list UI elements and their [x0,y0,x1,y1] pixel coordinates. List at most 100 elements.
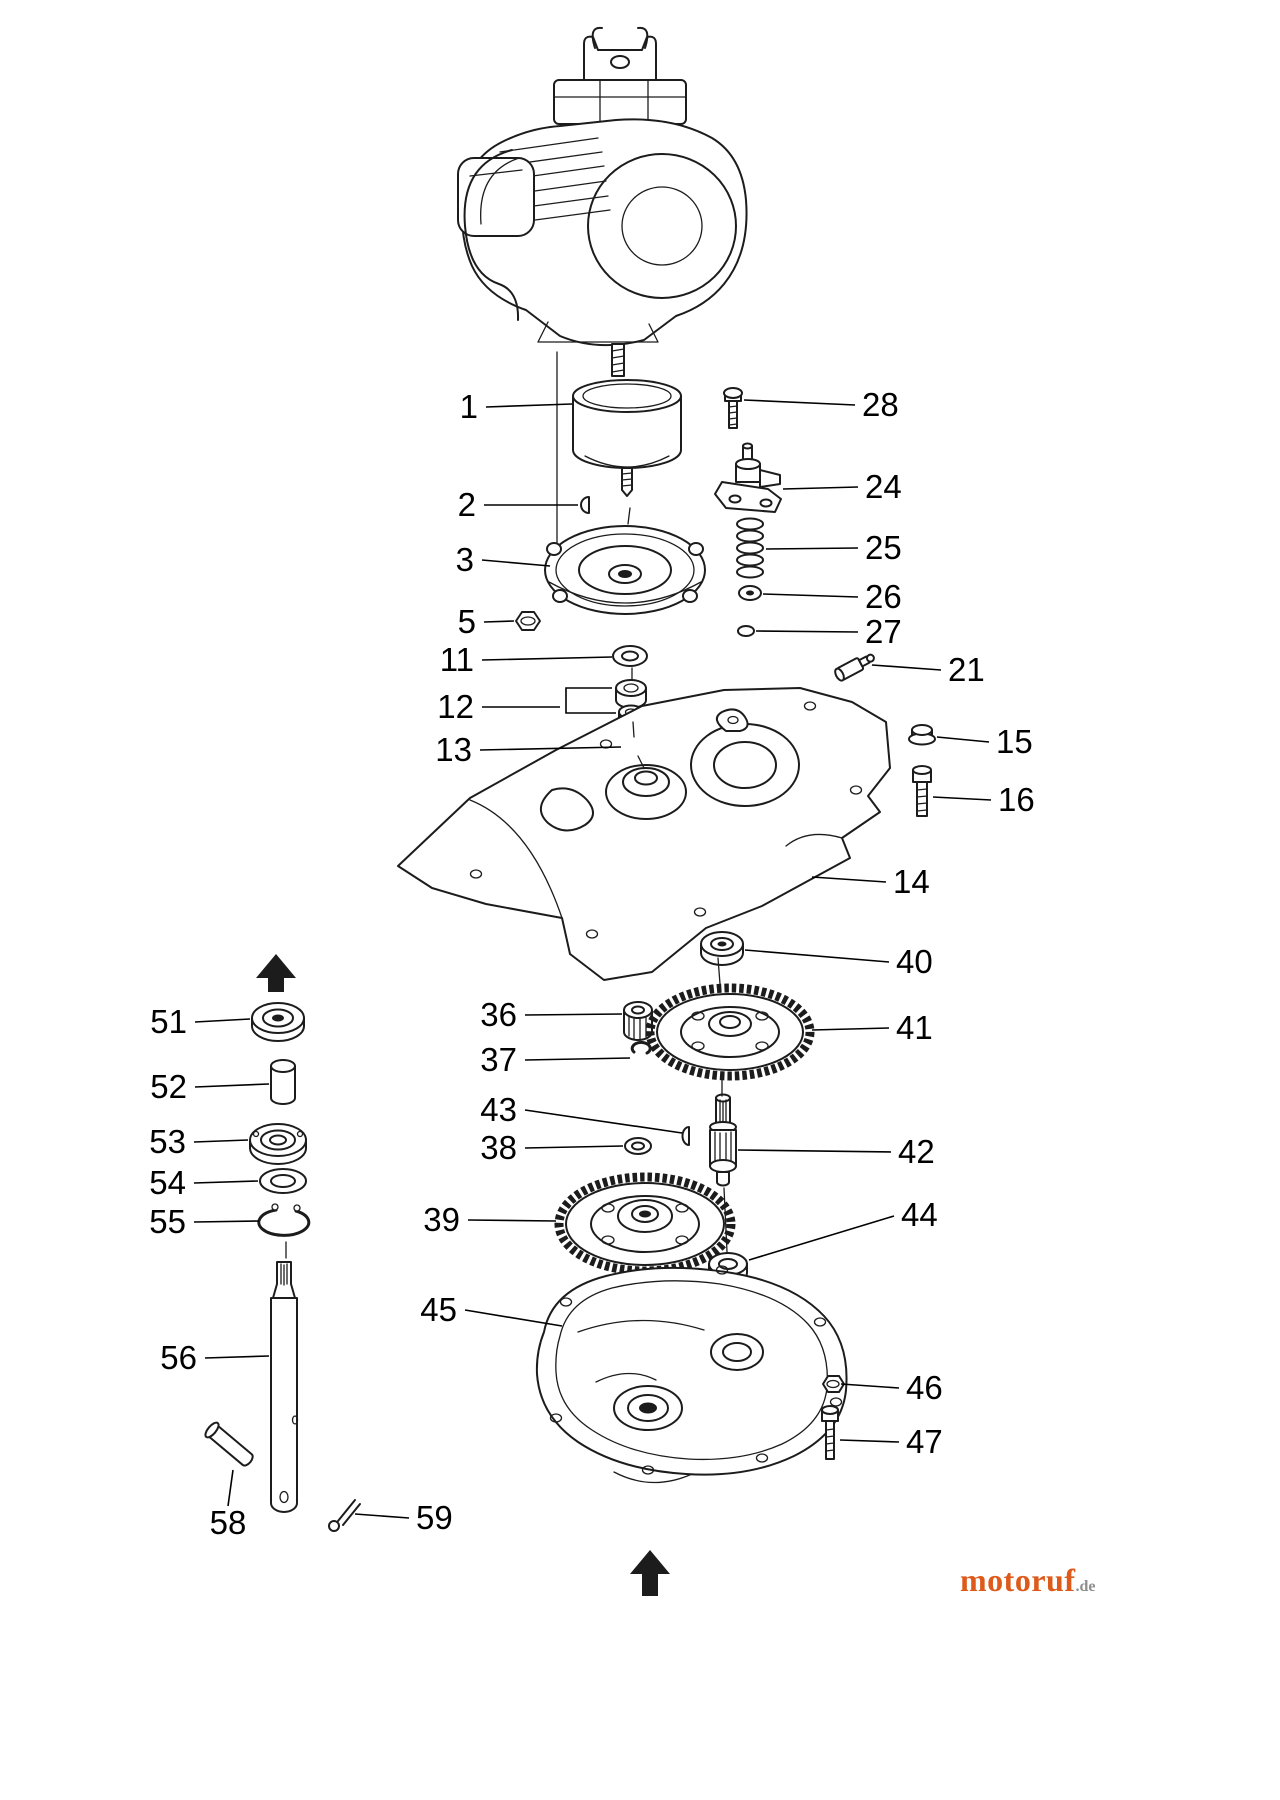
callout-5: 5 [458,603,476,640]
clutch-drum-part-1 [572,379,682,497]
spacer-part-52 [270,1059,296,1105]
flange-nut-part-15 [908,724,936,746]
callout-11: 11 [440,641,474,678]
leader-54 [193,1180,259,1184]
brand-watermark: motoruf.de [960,1562,1095,1599]
callout-16: 16 [998,781,1035,818]
leader-37 [524,1057,631,1061]
deck-plate-part-14 [397,687,891,981]
brand-tld: .de [1075,1578,1096,1595]
leader-27 [755,630,859,633]
pinion-shaft-part-42 [709,1093,737,1187]
callout-26: 26 [865,578,902,615]
leader-28 [743,399,856,406]
leader-39 [467,1219,557,1222]
callout-36: 36 [480,996,517,1033]
leader-47 [839,1439,900,1443]
leader-36 [524,1013,623,1016]
callout-44: 44 [901,1196,938,1233]
leader-15 [936,736,990,743]
callout-25: 25 [865,529,902,566]
callout-38: 38 [480,1129,517,1166]
callout-42: 42 [898,1133,935,1170]
callout-41: 41 [896,1009,933,1046]
callout-28: 28 [862,386,899,423]
callout-labels: 1 2 3 5 11 12 13 28 24 25 26 27 21 15 16… [149,386,1034,1541]
leader-21 [871,664,942,671]
engine-assembly [457,26,748,549]
leader-5 [483,620,515,623]
callout-12: 12 [437,688,474,725]
callout-45: 45 [420,1291,457,1328]
leader-44 [748,1215,895,1261]
callout-13: 13 [435,731,472,768]
gear-case-part-45 [535,1265,848,1484]
leader-58 [227,1469,234,1507]
leader-53 [193,1139,249,1143]
clip-part-2 [580,496,590,514]
key-part-43 [681,1126,690,1146]
callout-2: 2 [458,486,476,523]
spring-part-25 [736,517,764,579]
callout-59: 59 [416,1499,453,1536]
callout-40: 40 [896,943,933,980]
lever-bracket-part-24 [714,442,782,513]
ring-part-27 [737,625,755,637]
bearing-part-40 [700,931,744,966]
callout-21: 21 [948,651,985,688]
leader-3 [481,559,551,567]
axis-lines [285,507,728,1259]
leader-11 [481,656,613,661]
callout-27: 27 [865,613,902,650]
callout-55: 55 [149,1203,186,1240]
callout-24: 24 [865,468,902,505]
washer-part-54 [259,1168,307,1194]
leader-1 [485,403,573,408]
callout-58: 58 [210,1504,247,1541]
callout-1: 1 [460,388,478,425]
washer-part-38 [624,1137,652,1155]
callout-53: 53 [149,1123,186,1160]
brand-name: motoruf [960,1562,1076,1598]
leader-13 [479,746,622,751]
bolt-part-28 [723,387,743,429]
callout-56: 56 [160,1339,197,1376]
callout-37: 37 [480,1041,517,1078]
leader-43 [524,1109,683,1134]
leader-14 [811,876,887,883]
leader-lines [193,399,992,1519]
callout-47: 47 [906,1423,943,1460]
leader-51 [194,1018,251,1023]
nut-part-5 [515,611,541,631]
leader-16 [932,796,992,801]
up-arrow-icon [630,1550,670,1596]
callout-43: 43 [480,1091,517,1128]
leader-46 [840,1383,900,1389]
leader-42 [737,1149,892,1153]
leader-45 [464,1309,563,1327]
leader-52 [194,1083,270,1088]
leader-25 [765,547,859,550]
pinion-gear-part-36 [623,1001,653,1041]
leader-40 [744,949,890,963]
gear-part-41 [645,983,815,1081]
callout-15: 15 [996,723,1033,760]
leader-24 [782,486,859,490]
leader-59 [354,1513,410,1519]
washer-part-26 [738,585,762,601]
nut-part-46 [822,1375,845,1393]
leader-38 [524,1145,624,1149]
pin-part-58 [204,1421,254,1467]
bolt-part-16 [912,765,932,817]
snap-ring-part-55 [257,1203,311,1237]
cotter-pin-part-59 [328,1499,361,1532]
grease-fitting-part-21 [834,653,875,682]
callout-39: 39 [423,1201,460,1238]
bearing-part-53 [249,1123,307,1165]
washer-part-11 [612,645,648,667]
callout-54: 54 [149,1164,186,1201]
callout-3: 3 [456,541,474,578]
callout-46: 46 [906,1369,943,1406]
